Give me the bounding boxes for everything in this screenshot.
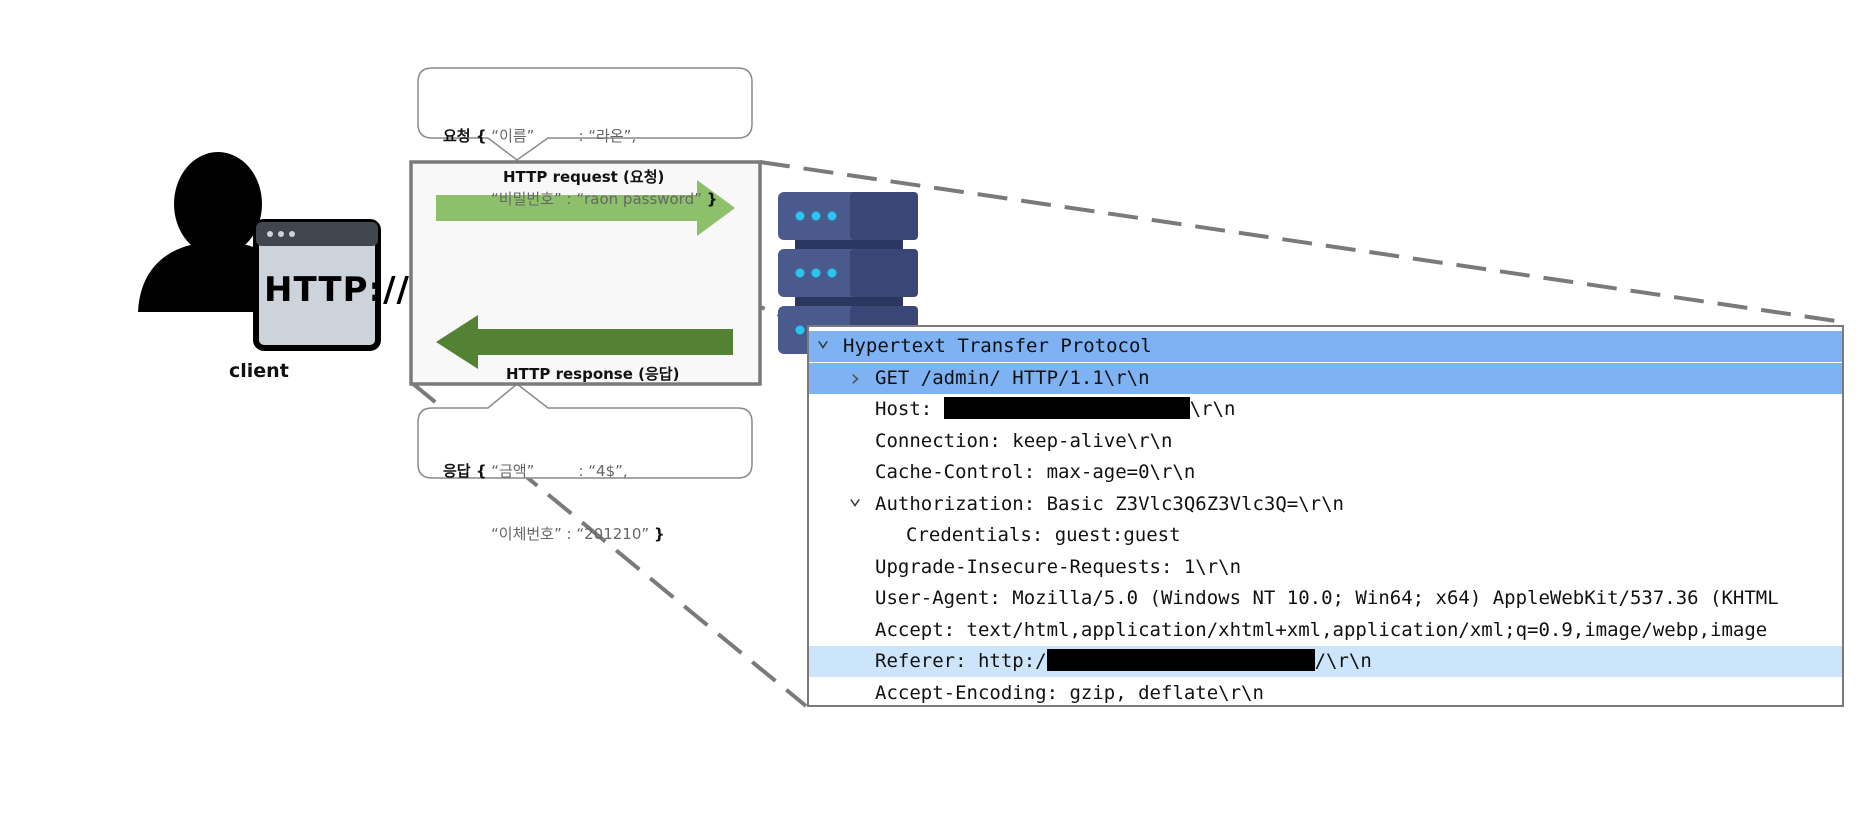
packet-row[interactable]: Credentials: guest:guest — [809, 520, 1842, 551]
response-key-transfer: “이체번호” — [491, 525, 562, 543]
packet-row-suffix: \r\n — [1189, 398, 1236, 420]
packet-row[interactable]: Cache-Control: max-age=0\r\n — [809, 457, 1842, 488]
http-response-label: HTTP response (응답) — [506, 365, 680, 383]
response-value-transfer: : “201210” — [566, 525, 650, 543]
packet-row-text: Accept: text/html,application/xhtml+xml,… — [875, 618, 1768, 641]
request-bubble-text: 요청 { “이름” : “라온”, “비밀번호” : “raon password… — [443, 84, 717, 231]
packet-row-prefix: Host: — [875, 398, 944, 420]
browser-http-text: HTTP:// — [264, 270, 410, 310]
packet-row[interactable]: ⌄ Authorization: Basic Z3Vlc3Q6Z3Vlc3Q=\r… — [809, 485, 1842, 520]
response-arrow — [436, 315, 733, 369]
packet-row-text: Referer: http:/ /\r\n — [875, 646, 1372, 677]
request-close-brace: } — [706, 190, 718, 208]
chevron-down-icon[interactable]: ⌄ — [848, 484, 862, 510]
packet-row-text: Credentials: guest:guest — [906, 524, 1181, 546]
request-arrow — [436, 180, 735, 236]
response-keyword: 응답 { — [443, 462, 487, 480]
response-close-brace: } — [653, 525, 665, 543]
client-label: client — [229, 360, 289, 382]
packet-row-text: GET /admin/ HTTP/1.1\r\n — [875, 366, 1150, 389]
packet-row-text: User-Agent: Mozilla/5.0 (Windows NT 10.0… — [875, 587, 1779, 609]
chevron-right-icon[interactable]: › — [847, 363, 863, 392]
response-value-amount: : “4$”, — [578, 462, 628, 480]
response-key-amount: “금액” — [491, 462, 535, 480]
packet-row[interactable]: Referer: http:/ /\r\n — [809, 646, 1842, 677]
packet-row-suffix: /\r\n — [1314, 650, 1372, 672]
request-value-name: : “라온”, — [578, 127, 637, 145]
packet-row[interactable]: › GET /admin/ HTTP/1.1\r\n — [809, 362, 1842, 394]
zoom-line-top — [759, 160, 1844, 324]
packet-row[interactable]: Host: \r\n — [809, 394, 1842, 425]
request-value-password: : “raon password” — [566, 190, 702, 208]
packet-row[interactable]: Accept: text/html,application/xhtml+xml,… — [809, 615, 1842, 646]
browser-window-icon — [253, 219, 381, 351]
packet-row-text: Connection: keep-alive\r\n — [875, 429, 1173, 452]
request-key-password: “비밀번호” — [491, 190, 562, 208]
http-request-label: HTTP request (요청) — [503, 168, 665, 186]
packet-row-text: Cache-Control: max-age=0\r\n — [875, 461, 1196, 483]
packet-row-prefix: Referer: http:/ — [875, 650, 1047, 672]
packet-row-text: Hypertext Transfer Protocol — [843, 335, 1152, 357]
packet-row-text: Authorization: Basic Z3Vlc3Q6Z3Vlc3Q=\r\… — [875, 492, 1344, 515]
packet-row[interactable]: Connection: keep-alive\r\n — [809, 426, 1842, 457]
redaction-block — [1046, 649, 1315, 671]
packet-row[interactable]: ⌄ Hypertext Transfer Protocol — [809, 327, 1842, 362]
packet-row[interactable]: User-Agent: Mozilla/5.0 (Windows NT 10.0… — [809, 583, 1842, 614]
packet-detail-panel: ⌄ Hypertext Transfer Protocol › GET /admin/… — [807, 325, 1844, 707]
packet-row-text: Accept-Encoding: gzip, deflate\r\n — [875, 681, 1264, 704]
zoom-line-bottom — [410, 381, 808, 708]
packet-row-text: Upgrade-Insecure-Requests: 1\r\n — [875, 555, 1242, 578]
packet-row-text: Host: \r\n — [875, 394, 1235, 425]
chevron-down-icon[interactable]: ⌄ — [816, 327, 830, 352]
response-bubble — [417, 383, 753, 479]
response-bubble-text: 응답 { “금액” : “4$”, “이체번호” : “201210” } — [443, 419, 665, 566]
request-key-name: “이름” — [491, 127, 535, 145]
packet-row[interactable]: Accept-Encoding: gzip, deflate\r\n — [809, 678, 1842, 706]
request-bubble — [417, 67, 753, 161]
redaction-block — [943, 397, 1190, 419]
request-keyword: 요청 { — [443, 127, 487, 145]
packet-row[interactable]: Upgrade-Insecure-Requests: 1\r\n — [809, 552, 1842, 583]
